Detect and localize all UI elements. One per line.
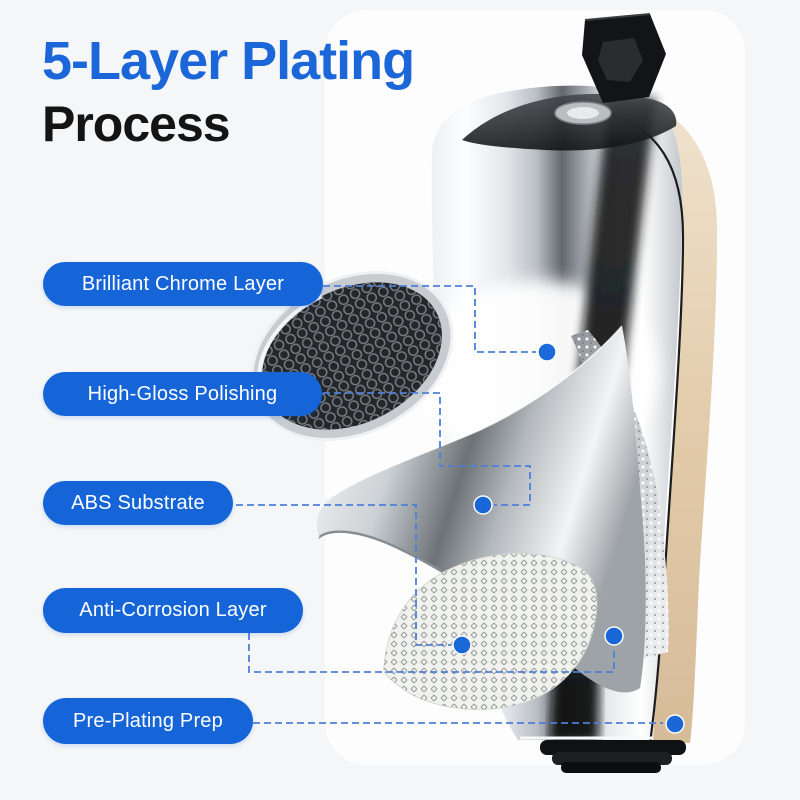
title-dark-line: Process [42,95,231,152]
callout-label: High-Gloss Polishing [87,382,278,405]
callout-anti-corrosion-layer: Anti-Corrosion Layer [43,588,303,633]
connector-brilliant-chrome [323,285,536,353]
thread-ring-2 [552,752,672,765]
callout-label: ABS Substrate [71,491,205,514]
callout-label: Pre-Plating Prep [73,709,223,732]
handle-edge [584,13,651,21]
title-accent-line: 5-Layer Plating [42,31,415,91]
thread-ring-1 [540,740,686,755]
marker-dot-high-gloss [473,495,493,515]
callout-brilliant-chrome-layer: Brilliant Chrome Layer [43,262,323,306]
marker-dot-pre-plating [665,714,685,734]
page-title: 5-Layer Plating Process [42,30,415,153]
marker-dot-anti-corrosion [604,626,624,646]
thread-ring-3 [561,762,661,773]
beige-outer-layer [606,96,718,743]
knit-mesh-texture [383,553,597,710]
gloss-sheet-top-edge [329,325,623,499]
marker-dot-abs-substrate [452,635,472,655]
callout-label: Brilliant Chrome Layer [81,272,285,295]
shell-edge-line [605,110,685,744]
gloss-sheet-lip [313,496,332,539]
callout-high-gloss-polishing: High-Gloss Polishing [43,372,322,416]
connector-abs-substrate [236,504,451,646]
handle-notch [598,38,643,82]
connector-high-gloss [323,392,531,506]
callout-pre-plating-prep: Pre-Plating Prep [43,698,253,744]
callout-label: Anti-Corrosion Layer [79,599,267,621]
aerator-inner [567,107,599,119]
connector-anti-corrosion [248,633,615,673]
marker-dot-brilliant-chrome [537,342,557,362]
callout-abs-substrate: ABS Substrate [43,481,233,525]
